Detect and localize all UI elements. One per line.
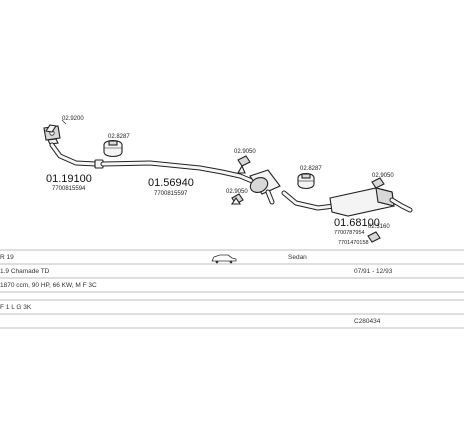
engine-code-label: F 1 L G 3K bbox=[0, 304, 32, 311]
model-label: R 19 bbox=[0, 254, 14, 261]
rear-silencer-oe-1: 7700787954 bbox=[334, 230, 365, 236]
front-pipe-number: 01.19100 bbox=[46, 173, 92, 185]
hanger-c-number: 02.9050 bbox=[372, 173, 394, 179]
catalog-code-label: C280434 bbox=[354, 318, 381, 325]
body-type-label: Sedan bbox=[288, 254, 307, 261]
hanger-d-number: 02.3160 bbox=[368, 224, 390, 230]
rear-silencer-oe-2: 7701470158 bbox=[338, 240, 369, 246]
hanger-b-part[interactable] bbox=[230, 193, 244, 205]
clamp-b-part[interactable] bbox=[297, 172, 315, 190]
front-gasket-part[interactable] bbox=[45, 119, 67, 133]
middle-silencer-number: 01.56940 bbox=[148, 177, 194, 189]
rear-silencer-number: 01.68100 bbox=[334, 217, 380, 229]
front-pipe-oe-number: 7700815594 bbox=[52, 186, 86, 192]
hanger-a-number: 02.9050 bbox=[234, 149, 256, 155]
front-pipe[interactable] bbox=[43, 125, 104, 169]
clamp-a-part[interactable] bbox=[103, 139, 123, 158]
hanger-c-part[interactable] bbox=[371, 177, 385, 189]
hanger-d-part[interactable] bbox=[367, 231, 381, 243]
clamp-a-number: 02.8287 bbox=[108, 134, 130, 140]
years-label: 07/91 - 12/93 bbox=[354, 268, 393, 275]
hanger-b-number: 02.9050 bbox=[226, 189, 248, 195]
front-gasket-number: 02.9200 bbox=[62, 116, 84, 122]
car-sedan-icon bbox=[211, 254, 237, 264]
middle-silencer-part[interactable] bbox=[100, 160, 281, 205]
hanger-a-part[interactable] bbox=[237, 155, 251, 174]
middle-silencer-oe-number: 7700815597 bbox=[154, 191, 188, 197]
clamp-b-number: 02.8287 bbox=[300, 166, 322, 172]
engine-label: 1870 ccm, 90 HP, 66 KW, M F 3C bbox=[0, 282, 97, 289]
variant-label: 1.9 Chamade TD bbox=[0, 268, 50, 275]
rear-silencer-part[interactable] bbox=[281, 187, 413, 217]
